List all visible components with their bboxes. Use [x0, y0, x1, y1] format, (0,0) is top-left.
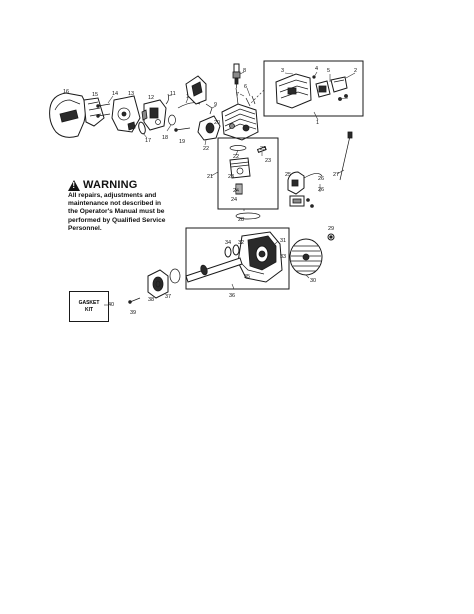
warning-line: Personnel.	[68, 224, 102, 232]
callout-3: 3	[281, 68, 284, 74]
callout-27: 27	[333, 172, 339, 178]
muffler-cover	[330, 76, 348, 93]
crankshaft	[185, 257, 243, 283]
warning-heading: WARNING	[68, 179, 228, 191]
callout-20: 20	[214, 120, 220, 126]
callout-23c: 23	[228, 174, 234, 180]
callout-16: 16	[63, 89, 69, 95]
crank-seal	[224, 246, 232, 258]
gasket-kit-label-line2: KIT	[84, 306, 94, 313]
callout-24b: 24	[231, 197, 237, 203]
callout-4: 4	[315, 66, 318, 72]
callout-35: 35	[244, 274, 250, 280]
warning-line: performed by Qualified Service	[68, 216, 166, 224]
warning-title: WARNING	[83, 179, 138, 191]
callout-25: 25	[285, 172, 291, 178]
callout-2: 2	[354, 68, 357, 74]
callout-40: 40	[108, 302, 114, 308]
crankcase-assembly: 31 33 35 32 34 36	[185, 227, 290, 299]
callout-26: 26	[318, 176, 324, 182]
air-filter-assembly: 16 15 14 13 12 11 17 18	[49, 75, 221, 152]
warning-line: All repairs, adjustments and	[68, 192, 157, 199]
piston-pin	[256, 146, 267, 153]
callout-37: 37	[165, 294, 171, 300]
callout-33: 33	[280, 254, 286, 260]
callout-8: 8	[243, 68, 246, 74]
clutch-washer	[169, 268, 181, 284]
callout-31: 31	[280, 238, 286, 244]
warning-notice: WARNING All repairs, adjustments and mai…	[68, 179, 228, 233]
callout-29: 29	[328, 226, 334, 232]
warning-line: the Operator's Manual must be	[68, 208, 165, 216]
callout-7: 7	[236, 92, 239, 98]
cylinder-assembly: 8 7 6	[221, 63, 259, 141]
air-filter-element	[83, 97, 105, 127]
flywheel-assembly: 29 30	[289, 226, 335, 284]
callout-28: 28	[238, 217, 244, 223]
callout-39: 39	[130, 310, 136, 316]
warning-text: All repairs, adjustments and maintenance…	[68, 192, 228, 233]
callout-34: 34	[225, 240, 231, 246]
callout-19: 19	[179, 139, 185, 145]
callout-5: 5	[327, 68, 330, 74]
callout-6: 6	[244, 84, 247, 90]
muffler-assembly: 3 4 5 2 1	[249, 60, 364, 126]
crankcase-frame	[185, 227, 290, 290]
callout-22b: 22	[233, 154, 239, 160]
callout-12: 12	[148, 95, 154, 101]
callout-26b: 26	[318, 187, 324, 193]
callout-15: 15	[92, 92, 98, 98]
cylinder	[221, 103, 259, 141]
callout-18: 18	[162, 135, 168, 141]
warning-triangle-icon	[68, 179, 80, 191]
callout-30: 30	[310, 278, 316, 284]
callout-11: 11	[170, 91, 176, 97]
gasket-kit-box: GASKET KIT	[69, 291, 109, 322]
callout-32: 32	[238, 240, 244, 246]
callout-23: 23	[260, 146, 266, 152]
muffler-frame	[263, 60, 364, 117]
gasket-kit-label-line1: GASKET	[78, 299, 100, 306]
callout-1: 1	[316, 120, 319, 126]
callout-14: 14	[112, 91, 118, 97]
callout-21: 21	[207, 174, 213, 180]
callout-17: 17	[145, 138, 151, 144]
callout-36: 36	[229, 293, 235, 299]
callout-38: 38	[148, 297, 154, 303]
callout-9: 9	[214, 102, 217, 108]
piston-frame	[217, 137, 279, 210]
piston-assembly: 22 23 23 23 24 24 21 28	[207, 137, 279, 223]
muffler-outlet	[287, 87, 297, 95]
needle-bearing	[235, 183, 243, 195]
clutch-assembly: 37 38 39	[128, 268, 181, 316]
callout-24: 24	[233, 188, 239, 194]
callout-22: 22	[203, 146, 209, 152]
crankcase-gasket	[235, 212, 261, 220]
callout-13: 13	[128, 91, 134, 97]
warning-line: maintenance not described in	[68, 200, 162, 208]
spark-plug	[233, 63, 240, 73]
callout-23b: 23	[265, 158, 271, 164]
ignition-assembly: 25 26 26 27	[285, 131, 353, 208]
